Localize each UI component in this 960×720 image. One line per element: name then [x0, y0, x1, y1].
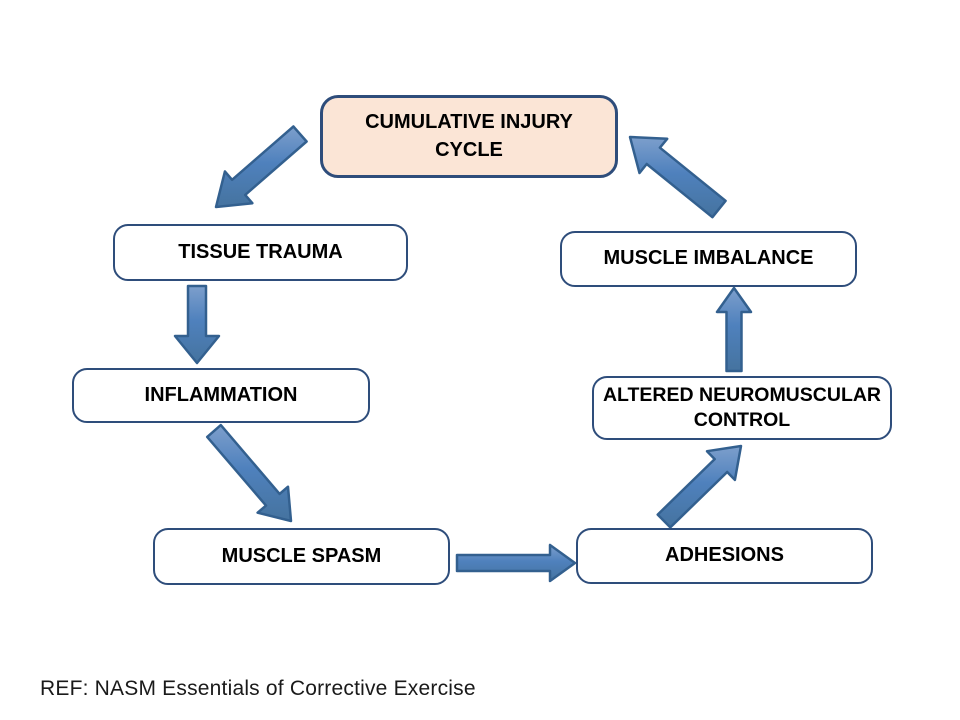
node-label: TISSUE TRAUMA: [178, 240, 343, 263]
node-adhesions: ADHESIONS: [576, 528, 873, 584]
node-label: MUSCLE IMBALANCE: [603, 247, 814, 270]
node-altered-neuromuscular-control: ALTERED NEUROMUSCULAR CONTROL: [592, 376, 892, 440]
node-label: MUSCLE SPASM: [221, 544, 382, 567]
node-inflammation: INFLAMMATION: [72, 368, 370, 423]
node-tissue-trauma: TISSUE TRAUMA: [113, 224, 408, 281]
node-cumulative-injury-cycle: CUMULATIVE INJURY CYCLE: [320, 95, 618, 178]
node-label-line: CYCLE: [435, 138, 503, 161]
arrow-altered-neuromuscular-control-to-muscle-imbalance: [715, 286, 753, 373]
arrow-inflammation-to-muscle-spasm: [205, 423, 293, 523]
node-label: ADHESIONS: [665, 544, 784, 567]
arrow-adhesions-to-altered-neuromuscular-control: [656, 444, 743, 529]
node-muscle-imbalance: MUSCLE IMBALANCE: [560, 231, 857, 287]
reference-text: REF: NASM Essentials of Corrective Exerc…: [40, 677, 476, 700]
node-label: INFLAMMATION: [144, 383, 298, 406]
node-label-line: CONTROL: [693, 409, 791, 431]
node-label-line: ALTERED NEUROMUSCULAR: [602, 383, 882, 406]
node-label-line: CUMULATIVE INJURY: [365, 110, 573, 133]
arrow-muscle-imbalance-to-cumulative-injury-cycle: [628, 135, 727, 219]
arrow-tissue-trauma-to-inflammation: [173, 284, 221, 365]
arrow-cumulative-injury-cycle-to-tissue-trauma: [214, 125, 308, 209]
node-muscle-spasm: MUSCLE SPASM: [153, 528, 450, 585]
arrow-muscle-spasm-to-adhesions: [455, 543, 577, 583]
